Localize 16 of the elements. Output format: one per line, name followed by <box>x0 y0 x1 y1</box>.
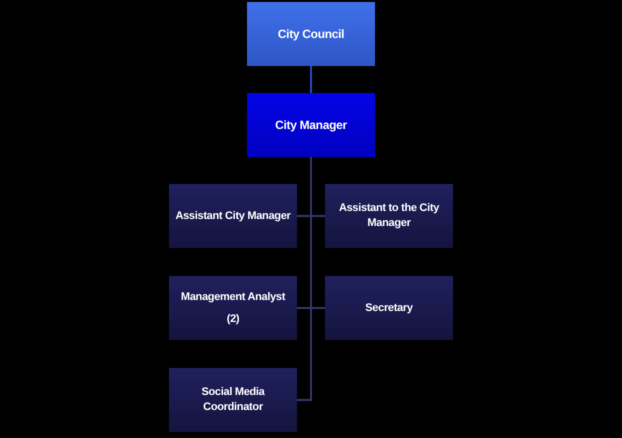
position-box <box>247 93 375 157</box>
position-title: City Council <box>278 26 344 42</box>
position-title: Management Analyst (2) <box>180 290 286 327</box>
position-title: City Manager <box>275 118 347 132</box>
position-title: Secretary <box>365 300 413 316</box>
position-box <box>325 184 453 248</box>
connector-line <box>297 157 312 401</box>
position-box <box>325 276 453 340</box>
position-title: Assistant to the City Manager <box>338 201 440 231</box>
position-title: Assistant City Manager <box>175 208 291 224</box>
position-box <box>169 184 297 248</box>
position-title: Social Media Coordinator <box>200 385 266 415</box>
position-box <box>247 2 375 66</box>
position-box <box>169 368 297 432</box>
connector-line <box>310 66 312 93</box>
position-box <box>169 276 297 340</box>
